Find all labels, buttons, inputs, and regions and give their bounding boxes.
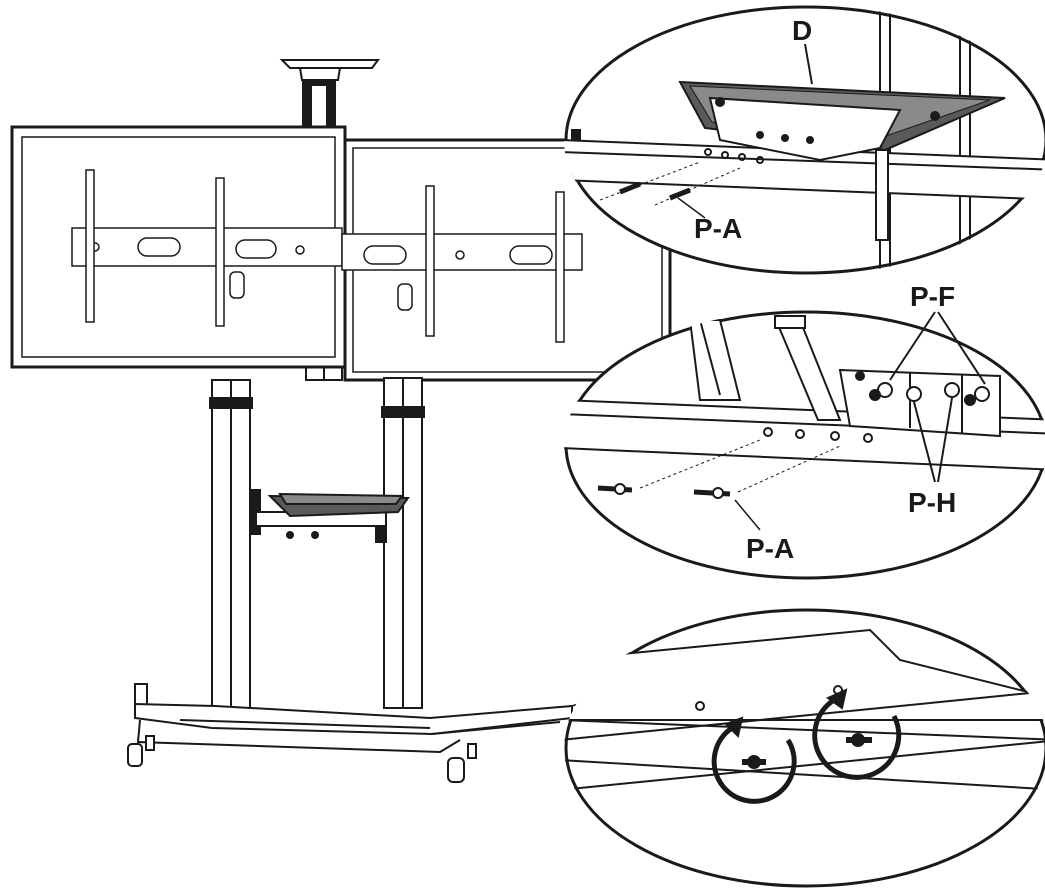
- middle-shelf: [249, 489, 410, 543]
- caster-wheels: [127, 735, 477, 783]
- wing-knob: [742, 755, 766, 769]
- wing-knob: [846, 733, 872, 747]
- right-column: [381, 377, 425, 709]
- callout-shelf-detail: D P-A: [564, 5, 1045, 275]
- label-anchor-middle: P-A: [746, 533, 794, 564]
- label-shelf: D: [792, 15, 812, 46]
- label-anchor-top: P-A: [694, 213, 742, 244]
- tv-stand: [10, 59, 672, 783]
- label-bolt: P-H: [908, 487, 956, 518]
- callout-bolt-detail: P-F P-H P-A: [564, 281, 1045, 580]
- vertical-brackets: [85, 169, 565, 343]
- left-column: [209, 379, 253, 709]
- callout-knob-detail: [564, 608, 1045, 888]
- base-frame: [127, 683, 573, 783]
- mounting-rail: [71, 227, 583, 271]
- label-washer: P-F: [910, 281, 955, 312]
